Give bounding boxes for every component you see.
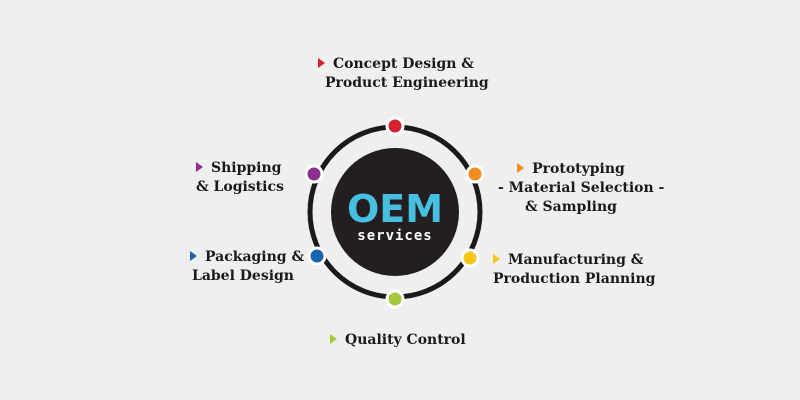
service-manufacturing-line-1: Manufacturing & (508, 252, 644, 268)
triangle-bullet-icon (318, 58, 325, 68)
center-disc (331, 148, 459, 276)
service-label-concept: Concept Design & Product Engineering (318, 55, 489, 93)
ring-dot-quality (385, 289, 405, 309)
triangle-bullet-icon (196, 162, 203, 172)
service-concept-line-1: Concept Design & (333, 56, 474, 72)
triangle-bullet-icon (517, 163, 525, 173)
service-prototyping-line-2: - Material Selection - (498, 180, 665, 196)
ring-dot-shipping (304, 164, 324, 184)
ring-dot-concept (385, 116, 405, 136)
service-label-quality: Quality Control (330, 331, 466, 350)
service-shipping-line-2: & Logistics (196, 179, 284, 195)
ring-dot-manufacturing (460, 248, 480, 268)
triangle-bullet-icon (190, 251, 197, 261)
service-manufacturing-line-2: Production Planning (493, 271, 656, 287)
service-label-manufacturing: Manufacturing & Production Planning (493, 251, 656, 289)
triangle-bullet-icon (493, 254, 500, 264)
center-title: OEM (347, 187, 443, 231)
service-quality-line-1: Quality Control (345, 332, 466, 348)
center-subtitle: services (357, 228, 432, 244)
service-prototyping-line-3: & Sampling (525, 199, 617, 215)
service-prototyping-line-1: Prototyping (532, 161, 625, 177)
triangle-bullet-icon (330, 334, 337, 344)
ring-dot-packaging (307, 246, 327, 266)
service-packaging-line-2: Label Design (191, 268, 294, 284)
service-concept-line-2: Product Engineering (325, 75, 489, 91)
service-label-prototyping: Prototyping - Material Selection - & Sam… (498, 160, 665, 217)
ring-dot-prototyping (465, 164, 485, 184)
service-packaging-line-1: Packaging & (205, 249, 305, 265)
service-label-shipping: Shipping & Logistics (196, 159, 284, 197)
service-label-packaging: Packaging & Label Design (190, 248, 304, 286)
service-shipping-line-1: Shipping (211, 160, 282, 176)
